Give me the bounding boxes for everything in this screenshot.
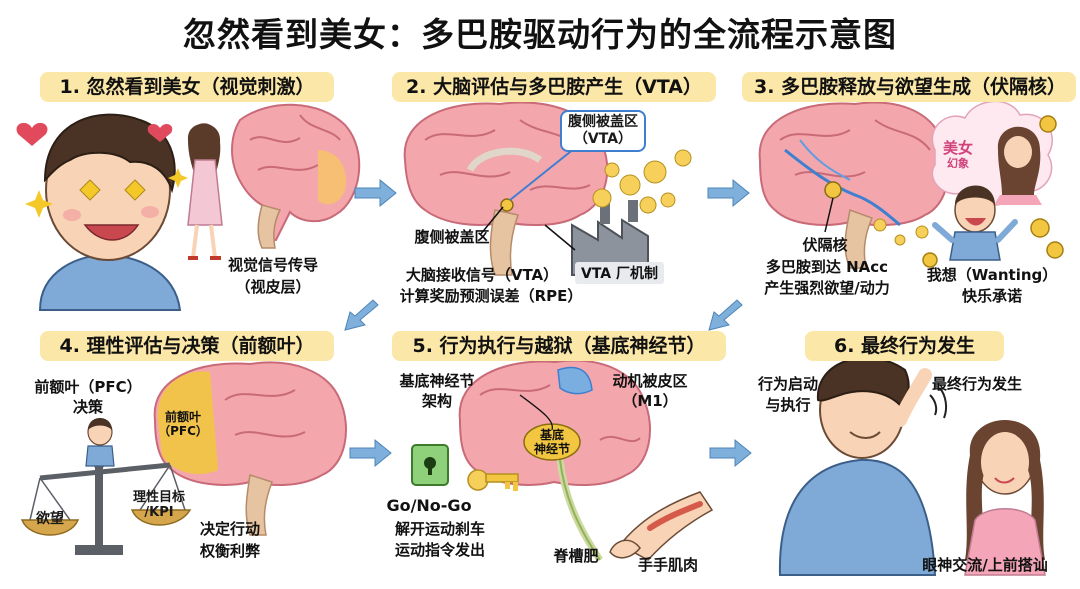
panel-2-art xyxy=(403,101,692,276)
fantasy-label: 美女 幻象 xyxy=(937,139,979,171)
step-1-title: 1. 忽然看到美女（视觉刺激） xyxy=(40,72,334,102)
pfc-brain-line1: 前额叶 xyxy=(164,410,201,424)
fantasy-girl xyxy=(994,126,1042,205)
nacc-label: 伏隔核 xyxy=(802,236,848,254)
kpi-label: 理性目标 /KPI xyxy=(124,490,194,520)
vta-callout-line1: 腹侧被盖区 xyxy=(568,114,638,130)
motor-cortex-highlight xyxy=(557,366,593,395)
pfc-brain-line2: （PFC） xyxy=(158,424,208,438)
decide-action-label: 决定行动 xyxy=(199,520,260,538)
arrow-3-to-5 xyxy=(708,299,743,331)
flow-arrows xyxy=(344,178,752,468)
arrow-2-to-3 xyxy=(707,178,750,208)
behavior-start-label-2: 与执行 xyxy=(765,396,811,414)
final-behavior-label: 最终行为发生 xyxy=(931,375,1022,393)
panel-3-art xyxy=(758,100,1064,269)
happy-boy xyxy=(932,185,1018,261)
basal-ganglia-brain-label: 基底 神经节 xyxy=(527,428,577,456)
balance-scale xyxy=(20,460,192,555)
pleasure-promise-label: 快乐承诺 xyxy=(961,287,1022,305)
vta-factory-label: VTA 厂机制 xyxy=(575,262,665,284)
visual-cortex-label: （视皮层） xyxy=(235,278,311,296)
panel-5-art xyxy=(411,359,714,562)
coin-icon xyxy=(1039,115,1057,133)
panel-1-art xyxy=(16,103,361,311)
arrow-2-to-4 xyxy=(344,299,379,331)
motor-cortex-label-2: （M1） xyxy=(622,392,678,410)
motor-cortex-label-1: 动机被皮区 xyxy=(612,372,688,390)
motor-command-label: 运动指令发出 xyxy=(394,541,485,559)
bg-brain-line1: 基底 xyxy=(539,428,564,442)
girl-figure xyxy=(187,123,223,260)
kpi-line2: /KPI xyxy=(144,505,174,520)
sparkle-icon xyxy=(25,190,53,218)
fantasy-line1: 美女 xyxy=(942,139,973,157)
weigh-pros-cons-label: 权衡利弊 xyxy=(199,542,260,560)
arrow-1-to-2 xyxy=(354,178,397,208)
step-2-title: 2. 大脑评估与多巴胺产生（VTA） xyxy=(392,72,716,102)
visual-signal-label: 视觉信号传导 xyxy=(227,256,318,274)
basal-ganglia-label-2: 架构 xyxy=(421,392,452,410)
dopamine-smileys xyxy=(592,149,692,214)
step-3-title: 3. 多巴胺释放与欲望生成（伏隔核） xyxy=(742,72,1076,102)
pfc-decision-label-2: 决策 xyxy=(72,398,103,416)
vta-callout: 腹侧被盖区 （VTA） xyxy=(560,110,646,152)
fantasy-line2: 幻象 xyxy=(947,157,969,170)
arrow-5-to-6 xyxy=(709,438,752,468)
kpi-line1: 理性目标 xyxy=(132,490,185,505)
step-6-title: 6. 最终行为发生 xyxy=(805,331,1004,361)
strong-desire-label: 产生强烈欲望/动力 xyxy=(764,279,890,297)
heart-icon-2 xyxy=(147,123,173,142)
dopamine-pathway xyxy=(784,148,901,227)
panel-6-art xyxy=(778,356,1046,576)
spinal-cord-label: 脊槽肥 xyxy=(553,547,599,565)
receive-signal-label: 大脑接收信号（VTA） xyxy=(405,266,559,284)
step-4-title: 4. 理性评估与决策（前额叶） xyxy=(40,331,334,361)
desire-weight-label: 欲望 xyxy=(36,511,64,527)
heart-icon xyxy=(16,122,48,146)
vta-dot xyxy=(500,198,514,212)
pfc-brain-label: 前额叶 （PFC） xyxy=(158,410,208,438)
go-no-go-label: Go/No-Go xyxy=(386,496,472,515)
thinking-person xyxy=(85,418,115,467)
woman-figure xyxy=(964,420,1046,576)
vta-region-label: 腹侧被盖区 xyxy=(414,228,490,246)
arrow-4-to-5 xyxy=(349,438,392,468)
bg-brain-line2: 神经节 xyxy=(533,442,570,456)
rpe-label: 计算奖励预测误差（RPE） xyxy=(399,287,583,305)
vta-callout-line2: （VTA） xyxy=(573,131,633,147)
arm-muscle xyxy=(609,491,714,561)
boy-scratching-head xyxy=(778,356,948,576)
visual-cortex-highlight xyxy=(318,150,346,205)
panel1-brain xyxy=(230,103,361,244)
eye-contact-label: 眼神交流/上前搭讪 xyxy=(922,556,1048,574)
unlock-motor-label: 解开运动刹车 xyxy=(394,520,485,538)
basal-ganglia-label-1: 基底神经节 xyxy=(399,372,475,390)
wanting-label: 我想（Wanting） xyxy=(926,266,1058,284)
dopamine-reach-label: 多巴胺到达 NAcc xyxy=(765,258,889,276)
panel3-brain xyxy=(758,101,950,227)
boy-figure xyxy=(38,113,182,311)
step-5-title: 5. 行为执行与越狱（基底神经节） xyxy=(392,331,726,361)
panel-4-art xyxy=(20,361,347,555)
pfc-decision-label-1: 前额叶（PFC） xyxy=(34,378,142,396)
lock-icon xyxy=(411,444,449,486)
nacc-dot xyxy=(824,181,842,199)
pfc-highlight xyxy=(157,371,218,475)
key-icon xyxy=(467,469,519,491)
main-title: 忽然看到美女：多巴胺驱动行为的全流程示意图 xyxy=(183,15,897,54)
hand-muscle-label: 手手肌肉 xyxy=(637,556,698,574)
behavior-start-label-1: 行为启动 xyxy=(757,375,818,393)
